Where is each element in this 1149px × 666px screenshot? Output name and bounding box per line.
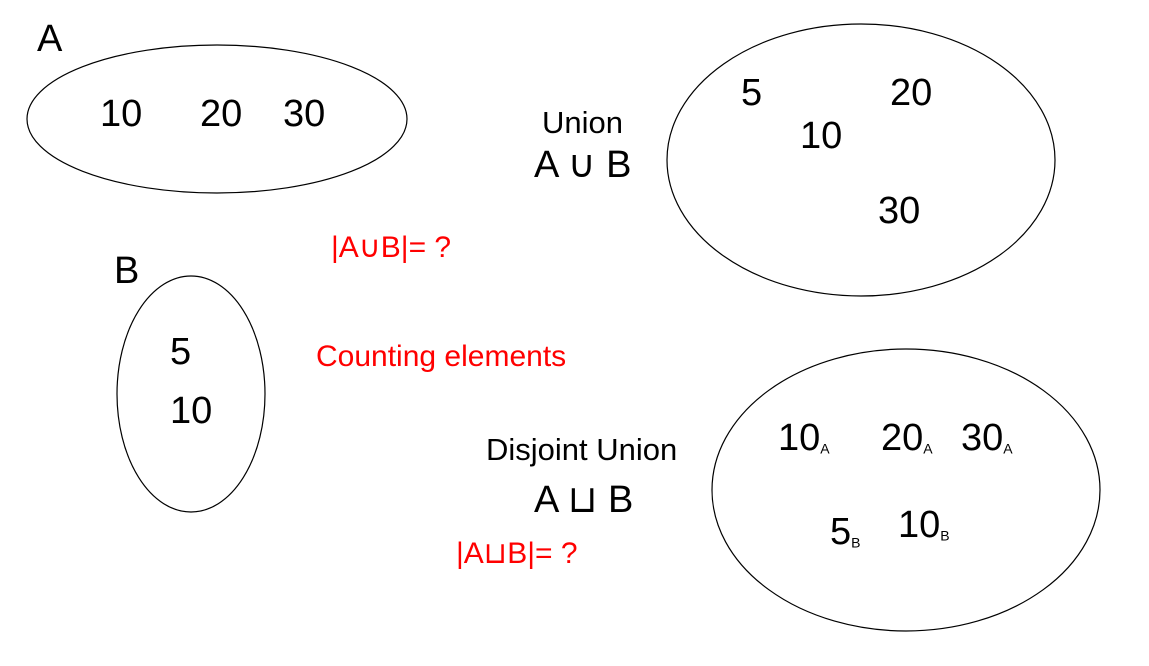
disjoint-union-expression: A ⊔ B [534,479,634,521]
set-b-element: 5 [170,331,192,373]
disjoint-union-title: Disjoint Union [486,432,678,467]
set-b-element: 10 [170,390,213,432]
disjoint-union-element: 10A [778,419,830,457]
set-b-ellipse [116,275,266,513]
union-element: 20 [890,72,933,114]
element-tag: A [923,440,933,457]
disjoint-union-element: 30A [961,419,1013,457]
union-element: 10 [800,115,843,157]
union-title: Union [542,105,623,140]
element-value: 10 [778,417,821,459]
element-value: 10 [898,504,941,546]
set-a-element: 20 [200,93,243,135]
disjoint-union-cardinality-question: |A⊔B|= ? [456,537,578,570]
union-element: 30 [878,190,921,232]
set-a-label: A [37,18,63,60]
element-tag: B [851,534,861,551]
set-a-ellipse [26,44,408,194]
element-tag: A [820,440,830,457]
element-tag: B [940,527,950,544]
set-a-element: 10 [100,93,143,135]
disjoint-union-element: 20A [881,419,933,457]
union-ellipse [666,23,1056,297]
element-value: 20 [881,417,924,459]
element-tag: A [1003,440,1013,457]
counting-elements-note: Counting elements [316,340,567,373]
disjoint-union-element: 10B [898,506,950,544]
union-element: 5 [741,72,763,114]
set-a-element: 30 [283,93,326,135]
element-value: 5 [830,511,852,553]
union-cardinality-question: |A∪B|= ? [331,231,452,264]
disjoint-union-ellipse [711,348,1101,632]
union-expression: A ∪ B [534,144,632,186]
disjoint-union-element: 5B [830,513,860,551]
element-value: 30 [961,417,1004,459]
set-b-label: B [114,250,140,292]
